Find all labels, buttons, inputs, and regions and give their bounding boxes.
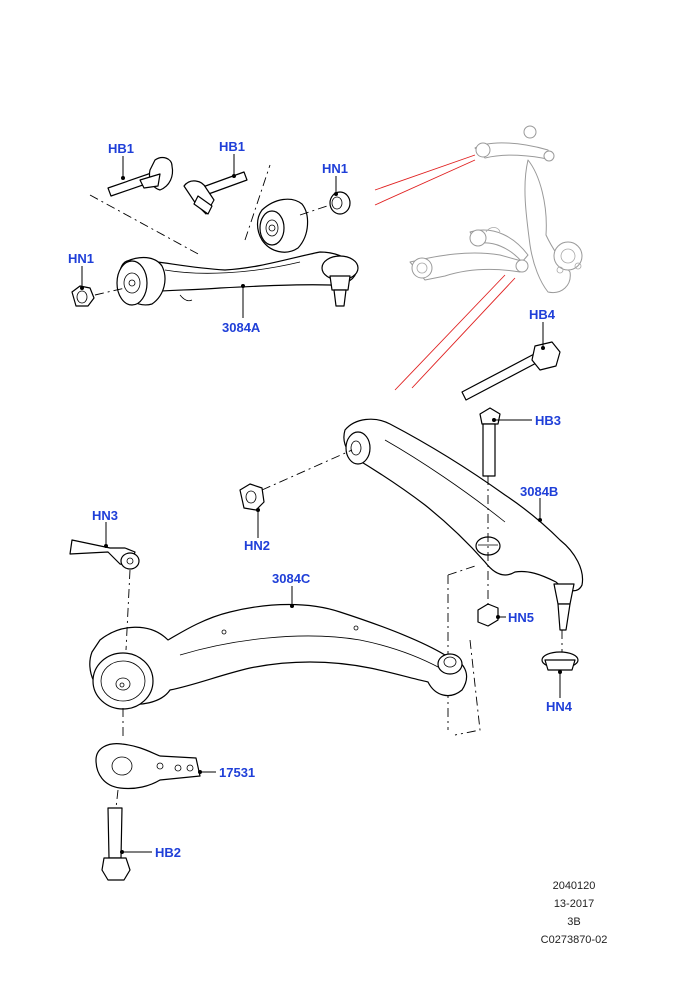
- hn5-nut: [477, 603, 499, 627]
- hn3-link: [69, 539, 140, 570]
- lower-arm-3084c: [89, 603, 467, 710]
- callout-17531: 17531: [219, 765, 255, 780]
- hn1-nut-top: [329, 191, 351, 215]
- ref-drawing-code: C0273870-02: [540, 934, 608, 946]
- ref-illustration-number: 2040120: [552, 880, 596, 892]
- assembly-axes-upper: [89, 164, 331, 296]
- callout-hn1-top: HN1: [322, 161, 348, 176]
- hb1-cam-bolt-right: [183, 171, 248, 215]
- hb4-bolt: [461, 341, 561, 401]
- callout-3084b: 3084B: [520, 484, 558, 499]
- reference-leaders: [374, 154, 516, 391]
- overview-assembly: [409, 125, 583, 294]
- ref-section: 3B: [567, 916, 581, 928]
- hb1-bolt-left: [107, 156, 174, 197]
- assembly-axes-c: [115, 569, 481, 809]
- callout-hb3: HB3: [535, 413, 561, 428]
- assembly-axes-b: [261, 449, 563, 730]
- callout-hb2: HB2: [155, 845, 181, 860]
- callout-leaders: [80, 154, 562, 854]
- hn1-nut-left: [71, 285, 95, 307]
- callout-hb1-right: HB1: [219, 139, 245, 154]
- callout-hn2: HN2: [244, 538, 270, 553]
- callout-hn5: HN5: [508, 610, 534, 625]
- callout-labels: HB1 HB1 HN1 HN1 3084A HB4 HB3 3084B HN2 …: [68, 139, 573, 860]
- callout-3084a: 3084A: [222, 320, 261, 335]
- callout-hb1-left: HB1: [108, 141, 134, 156]
- ref-date: 13-2017: [553, 898, 595, 910]
- callout-hb4: HB4: [529, 307, 556, 322]
- callout-hn4: HN4: [546, 699, 573, 714]
- lower-arm-3084b: [343, 418, 584, 631]
- bracket-17531: [95, 743, 201, 790]
- upper-control-arm-3084a: [116, 198, 359, 307]
- hb3-bolt: [479, 407, 501, 477]
- hn4-nut: [541, 651, 579, 671]
- callout-hn1-left: HN1: [68, 251, 94, 266]
- hb2-bolt: [101, 807, 131, 881]
- callout-3084c: 3084C: [272, 571, 311, 586]
- callout-hn3: HN3: [92, 508, 118, 523]
- hn2-nut: [239, 483, 265, 511]
